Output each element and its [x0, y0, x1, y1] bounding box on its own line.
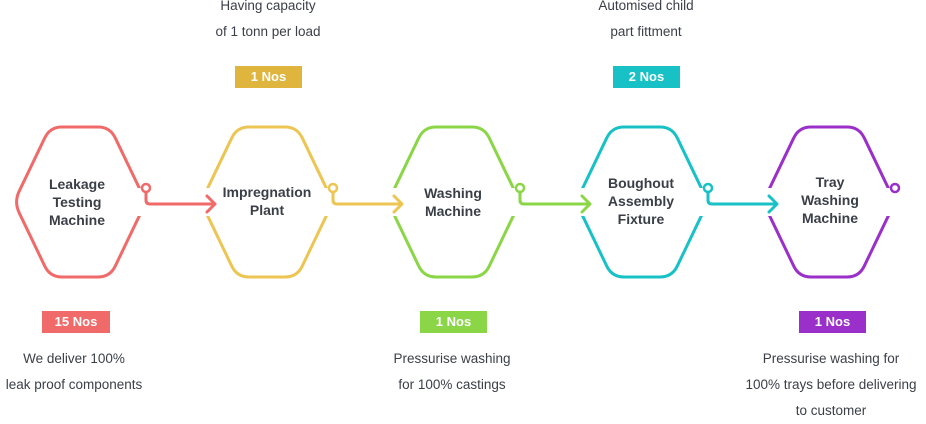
- step-1-title-line: Leakage: [48, 176, 106, 192]
- step-2-description-line: of 1 tonn per load: [215, 24, 321, 39]
- connector-4-to-5: [706, 190, 777, 206]
- step-4-description-line: Automised child: [598, 0, 694, 13]
- connector-1-to-2: [144, 190, 215, 206]
- connector-3-to-4: [518, 190, 590, 206]
- step-3-title-line: Machine: [424, 203, 481, 219]
- step-1-title-line: Machine: [48, 212, 105, 228]
- step-2-description-line: Having capacity: [220, 0, 316, 13]
- step-3-description-line: Pressurise washing: [393, 351, 511, 366]
- step-2-title: Impregnation Plant: [212, 183, 322, 219]
- step-2-count-badge: 1 Nos: [235, 66, 302, 88]
- step-3-count-badge: 1 Nos: [420, 311, 487, 333]
- step-4-title-line: Fixture: [617, 211, 665, 227]
- step-3-description-line: for 100% castings: [398, 377, 506, 392]
- step-3-description: Pressurise washing for 100% castings: [352, 346, 552, 398]
- step-5-title-line: Tray: [815, 174, 845, 190]
- step-5-gap: [885, 188, 899, 216]
- arrow-icon: [580, 194, 592, 214]
- step-5-count-badge: 1 Nos: [799, 311, 866, 333]
- step-1-count-badge: 15 Nos: [42, 311, 110, 333]
- step-5-title: Tray Washing Machine: [775, 173, 885, 227]
- step-4-count-badge: 2 Nos: [613, 66, 680, 88]
- step-2-title-line: Impregnation: [222, 184, 312, 200]
- step-4-title-line: Boughout: [607, 175, 675, 191]
- step-1-description-line: We deliver 100%: [23, 351, 125, 366]
- step-1-description: We deliver 100% leak proof components: [0, 346, 178, 398]
- step-4-description-line: part fittment: [610, 24, 682, 39]
- step-4-description: Automised child part fittment: [546, 0, 746, 45]
- step-5-title-line: Washing: [801, 192, 859, 208]
- step-5-description-line: to customer: [795, 403, 867, 418]
- step-5-description: Pressurise washing for 100% trays before…: [724, 346, 926, 424]
- arrow-icon: [392, 194, 404, 214]
- arrow-icon: [767, 194, 779, 214]
- step-3-title-line: Washing: [424, 185, 482, 201]
- step-2-description: Having capacity of 1 tonn per load: [168, 0, 368, 45]
- step-5-connector-dot: [889, 182, 901, 194]
- step-1-title: Leakage Testing Machine: [22, 175, 132, 229]
- step-5-description-line: 100% trays before delivering: [745, 377, 917, 392]
- step-1-description-line: leak proof components: [5, 377, 143, 392]
- step-1-hexagon: [15, 125, 145, 279]
- step-4-title: Boughout Assembly Fixture: [586, 174, 696, 228]
- step-3-title: Washing Machine: [398, 184, 508, 220]
- arrow-icon: [205, 194, 217, 214]
- step-5-title-line: Machine: [801, 210, 858, 226]
- step-4-title-line: Assembly: [607, 193, 675, 209]
- step-5-description-line: Pressurise washing for: [762, 351, 900, 366]
- connector-2-to-3: [331, 190, 402, 206]
- step-2-title-line: Plant: [249, 202, 285, 218]
- step-1-title-line: Testing: [52, 194, 102, 210]
